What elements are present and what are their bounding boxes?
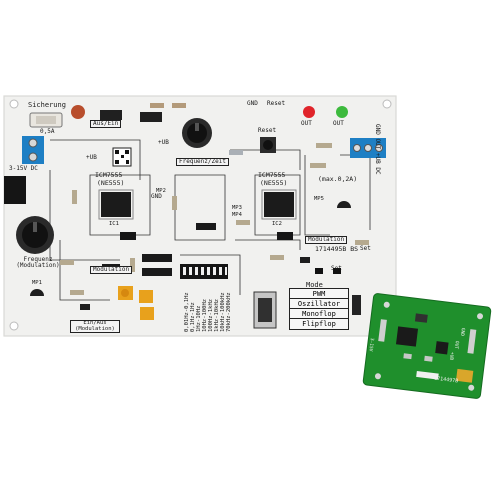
small-pcb <box>362 293 492 399</box>
freq-range-7: 70kHz-200kHz <box>226 292 232 332</box>
ub-label-2: +UB <box>86 154 97 161</box>
ic1-chip <box>98 189 134 220</box>
cap-orange <box>71 105 85 119</box>
ic1-name: ICM7555 <box>95 171 123 179</box>
fuse-holder <box>29 112 63 128</box>
fuse-rating: 0,5A <box>40 128 55 135</box>
max-current: (max.0,2A) <box>318 175 358 183</box>
main-pcb <box>3 95 397 337</box>
transistor-t2 <box>337 201 351 208</box>
mode-option-flipflop: Flipflop <box>289 318 349 330</box>
set-label: Set <box>360 245 371 252</box>
mode-switch <box>253 291 277 329</box>
out-label-red: OUT <box>301 120 312 127</box>
potentiometer-frequency <box>182 118 212 148</box>
pot-frequency-modulation-label: Frequenz (Modulation) <box>16 256 60 269</box>
ic2-chip <box>261 189 297 220</box>
mode-title: Mode <box>306 281 323 289</box>
ic2-ref: IC2 <box>272 221 282 227</box>
ic1-ref: IC1 <box>109 221 119 227</box>
power-switch-label: Aus/Ein <box>90 120 122 128</box>
set-label-2: Set <box>331 265 342 272</box>
power-input-label: 3-15V DC <box>9 165 38 172</box>
led-red <box>303 106 315 118</box>
led-green <box>336 106 348 118</box>
modulation-label: Modulation <box>90 266 133 274</box>
small-board-label-out: OUT <box>453 340 459 350</box>
gnd-label-2: GND <box>151 193 162 200</box>
test-point-mp3: MP3 <box>232 205 242 211</box>
out-label-green: OUT <box>333 120 344 127</box>
reset-label: Reset <box>267 100 286 107</box>
test-point-mp2: MP2 <box>156 188 166 194</box>
pot-frequency-time-label: Frequenz/Zeit <box>176 158 229 166</box>
small-board-label-ub: +UB <box>448 351 454 361</box>
small-board-label-gnd: GND <box>459 327 465 337</box>
mod-switch-label: Ein/Aus (Modulation) <box>70 320 120 333</box>
fuse-label: Sicherung <box>28 101 66 109</box>
potentiometer-modulation <box>16 216 54 254</box>
power-terminal <box>22 136 44 164</box>
power-switch <box>100 110 122 120</box>
reset-button <box>260 137 276 153</box>
resistors <box>60 103 369 295</box>
ic1-subname: (NE555) <box>97 179 125 187</box>
ic2-subname: (NE555) <box>260 179 288 187</box>
modulation-label-right: Modulation <box>305 236 348 244</box>
transistor-t1 <box>30 289 44 296</box>
output-terminal <box>350 138 386 158</box>
test-point-mp4: MP4 <box>232 212 242 218</box>
qr-code <box>112 147 132 167</box>
reset-label-2: Reset <box>258 127 277 134</box>
trimmers <box>118 286 154 320</box>
ub-label: +UB <box>158 139 169 146</box>
small-board-label-voltage: 3-15V <box>367 337 374 352</box>
dc-jack <box>4 176 26 204</box>
dip-switch <box>180 264 228 279</box>
test-point-mp5: MP5 <box>314 196 324 202</box>
test-point-mp1: MP1 <box>32 280 42 286</box>
ic2-name: ICM7555 <box>258 171 286 179</box>
gnd-label: GND <box>247 100 258 107</box>
board-code: 1714495B BS <box>315 245 359 253</box>
terminal-label: GND OUT +UB DC <box>374 124 381 175</box>
